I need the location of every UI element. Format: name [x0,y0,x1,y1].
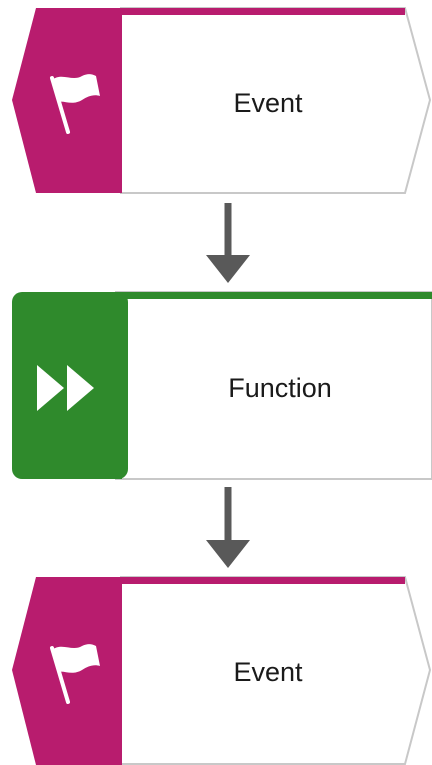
event-label: Event [233,88,303,118]
fast-forward-icon [37,365,94,411]
event-shape[interactable]: Event [12,7,432,194]
event-label: Event [233,657,303,687]
function-label: Function [228,373,332,403]
flag-icon [50,644,100,704]
event-shape[interactable]: Event [12,576,432,765]
flow-arrow [206,487,250,568]
flow-arrow [206,203,250,283]
flag-icon [50,74,100,134]
event-top-stripe [121,8,405,15]
function-shape[interactable]: Function [12,291,432,480]
function-top-stripe [116,292,432,299]
event-top-stripe [121,577,405,584]
